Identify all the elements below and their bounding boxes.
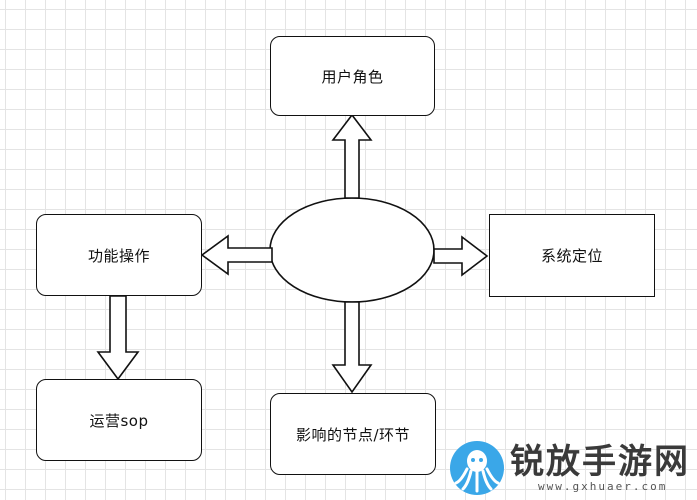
node-user-role: 用户角色 xyxy=(270,36,435,116)
octopus-logo-icon xyxy=(450,441,504,495)
watermark-url: www.gxhuaer.com xyxy=(538,479,668,493)
arrow-down-left xyxy=(96,295,140,381)
node-operations-sop-label: 运营sop xyxy=(89,411,149,430)
arrow-right xyxy=(433,235,489,277)
node-feature-operation-label: 功能操作 xyxy=(87,246,150,265)
watermark: 锐放手游网 www.gxhuaer.com xyxy=(448,436,697,500)
arrow-up xyxy=(331,113,373,199)
node-system-position: 系统定位 xyxy=(489,214,655,297)
node-feature-operation: 功能操作 xyxy=(36,214,202,296)
node-user-role-label: 用户角色 xyxy=(321,67,384,86)
node-system-position-label: 系统定位 xyxy=(540,247,603,265)
node-impact-nodes-label: 影响的节点/环节 xyxy=(295,425,411,444)
node-impact-nodes: 影响的节点/环节 xyxy=(270,393,436,475)
center-ellipse xyxy=(269,197,435,303)
arrow-left xyxy=(200,234,273,276)
watermark-title: 锐放手游网 xyxy=(510,441,690,482)
arrow-down-center xyxy=(331,301,373,394)
node-operations-sop: 运营sop xyxy=(36,379,202,461)
